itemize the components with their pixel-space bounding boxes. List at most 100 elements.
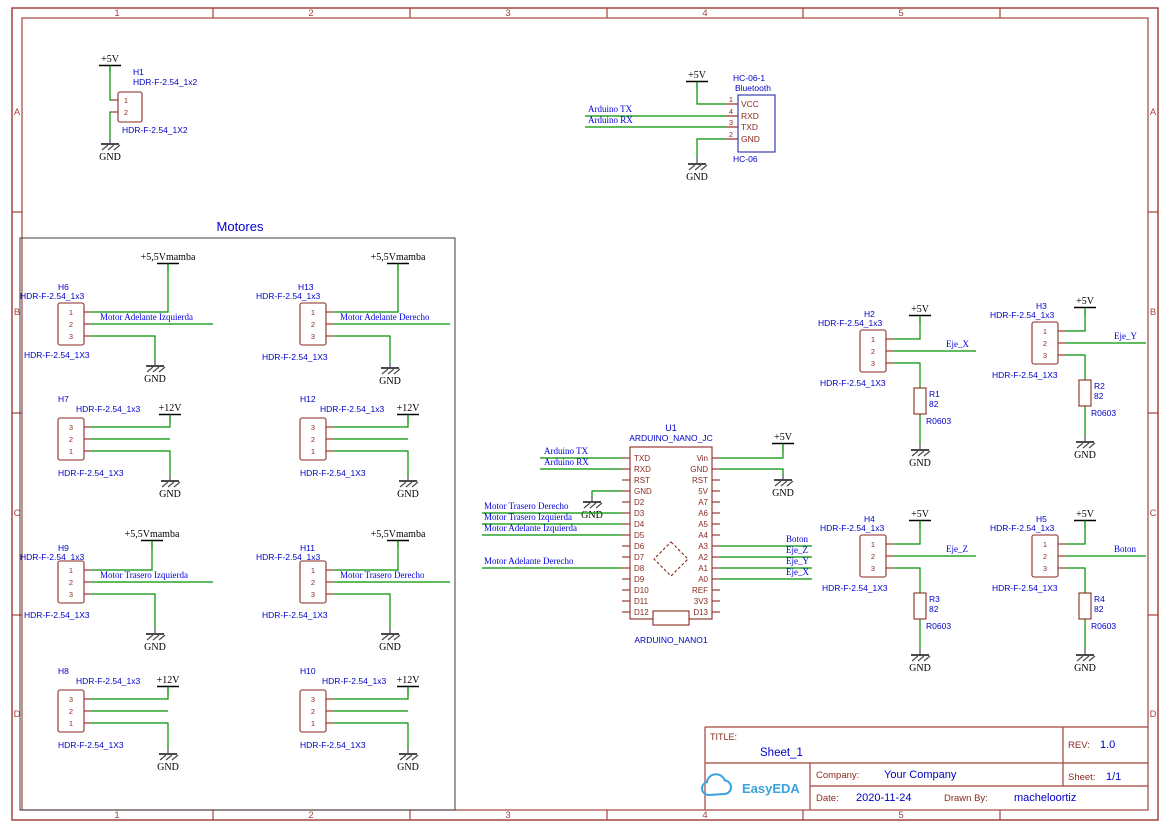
wire[interactable] [92,335,156,360]
pin-number: 1 [69,308,73,317]
power-flag-label: +5,5Vmamba [141,252,196,263]
header-H10[interactable]: H10HDR-F-2.54_1x3321+12VGNDHDR-F-2.54_1X… [299,666,420,773]
header-H5[interactable]: HDR-F-2.54_1x3H5123+5VBotonHDR-F-2.54_1X… [990,509,1146,674]
wire[interactable] [1066,354,1086,380]
net-label[interactable]: Motor Trasero Derecho [340,570,425,580]
arduino-U1[interactable]: U1ARDUINO_NANO_JCTXDRXDRSTGNDD2D3D4D5D6D… [482,423,812,645]
net-label[interactable]: Arduino RX [544,457,589,467]
resistor-body[interactable] [1078,592,1092,620]
net-label[interactable]: Arduino TX [544,446,589,456]
wire[interactable] [92,722,169,748]
net-label[interactable]: Motor Adelante Izquierda [100,312,193,322]
net-label[interactable]: Eje_X [946,339,969,349]
wire[interactable] [696,138,726,158]
rev-value[interactable]: 1.0 [1100,739,1115,751]
net-label[interactable]: Boton [786,534,809,544]
wire[interactable] [334,415,409,428]
resistor-body[interactable] [913,592,927,620]
wire[interactable] [334,593,391,628]
wire[interactable] [334,541,399,571]
wire[interactable] [894,521,921,545]
net-label[interactable]: Boton [1114,544,1137,554]
ground-label: GND [379,642,401,653]
wire[interactable] [720,444,784,459]
header-H12[interactable]: H12HDR-F-2.54_1x3321+12VGNDHDR-F-2.54_1X… [299,394,420,500]
pin-number: 2 [1043,552,1047,561]
wire[interactable] [334,335,391,362]
wire[interactable] [696,82,726,105]
wire[interactable] [720,468,784,474]
wire[interactable] [92,264,169,313]
ic-body[interactable] [629,446,713,620]
motores-group[interactable]: Motores [19,219,456,811]
frame-col-label: 5 [898,8,903,19]
net-label[interactable]: Arduino TX [588,104,633,114]
chip-glyph[interactable] [653,541,689,577]
wire[interactable] [334,264,399,313]
header-H3[interactable]: HDR-F-2.54_1x3H3123+5VEje_YHDR-F-2.54_1X… [990,296,1146,461]
header-H2[interactable]: HDR-F-2.54_1x3H2123+5VEje_XHDR-F-2.54_1X… [818,304,976,469]
wire[interactable] [334,687,409,700]
wire[interactable] [109,111,112,138]
module-body[interactable] [737,94,776,153]
resistor-body[interactable] [1078,379,1092,407]
pin-number: 2 [871,552,875,561]
wire[interactable] [894,567,921,593]
wire[interactable] [1066,521,1086,545]
wire[interactable] [334,450,409,475]
date-value[interactable]: 2020-11-24 [856,792,911,804]
frame-row-label: C [1150,508,1157,519]
wire[interactable] [92,541,153,571]
net-label[interactable]: Eje_Z [946,544,968,554]
drawn-by-value[interactable]: macheloortiz [1014,792,1076,804]
net-label[interactable]: Motor Trasero Izquierda [484,512,572,522]
net-label[interactable]: Eje_X [786,567,809,577]
date-label: Date: [816,793,839,804]
wire[interactable] [109,66,112,101]
label: ARDUINO_NANO_JC [629,433,713,443]
wire[interactable] [334,722,409,748]
wire[interactable] [92,450,171,475]
group-outline[interactable] [19,237,456,811]
net-label[interactable]: Eje_Y [1114,331,1137,341]
pin-number: 1 [124,96,128,105]
label: R0603 [926,621,951,631]
wire[interactable] [92,415,171,428]
resistor-body[interactable] [913,387,927,415]
net-label[interactable]: Motor Adelante Izquierda [484,523,577,533]
net-label[interactable]: Arduino RX [588,115,633,125]
header-body[interactable] [117,91,143,123]
net-label[interactable]: Motor Adelante Derecho [340,312,430,322]
title-block[interactable]: EasyEDATITLE:Sheet_1REV:1.0Company:Your … [701,726,1148,810]
net-label[interactable]: Motor Trasero Izquierda [100,570,188,580]
net-label[interactable]: Eje_Z [786,545,808,555]
wire[interactable] [1066,567,1086,593]
sheet-title[interactable]: Sheet_1 [760,747,803,759]
wire[interactable] [92,687,169,700]
header-H4[interactable]: HDR-F-2.54_1x3H4123+5VEje_ZHDR-F-2.54_1X… [820,509,976,674]
wire[interactable] [1066,308,1086,332]
wire[interactable] [894,316,921,340]
connector-body[interactable] [652,610,690,626]
wire[interactable] [894,362,921,388]
net-label[interactable]: Motor Trasero Derecho [484,501,569,511]
net-label[interactable]: Motor Adelante Derecho [484,556,574,566]
net-label[interactable]: Eje_Y [786,556,809,566]
sheet-value[interactable]: 1/1 [1106,771,1121,783]
wire[interactable] [591,490,622,496]
company-value[interactable]: Your Company [884,769,957,781]
wire[interactable] [92,593,156,628]
